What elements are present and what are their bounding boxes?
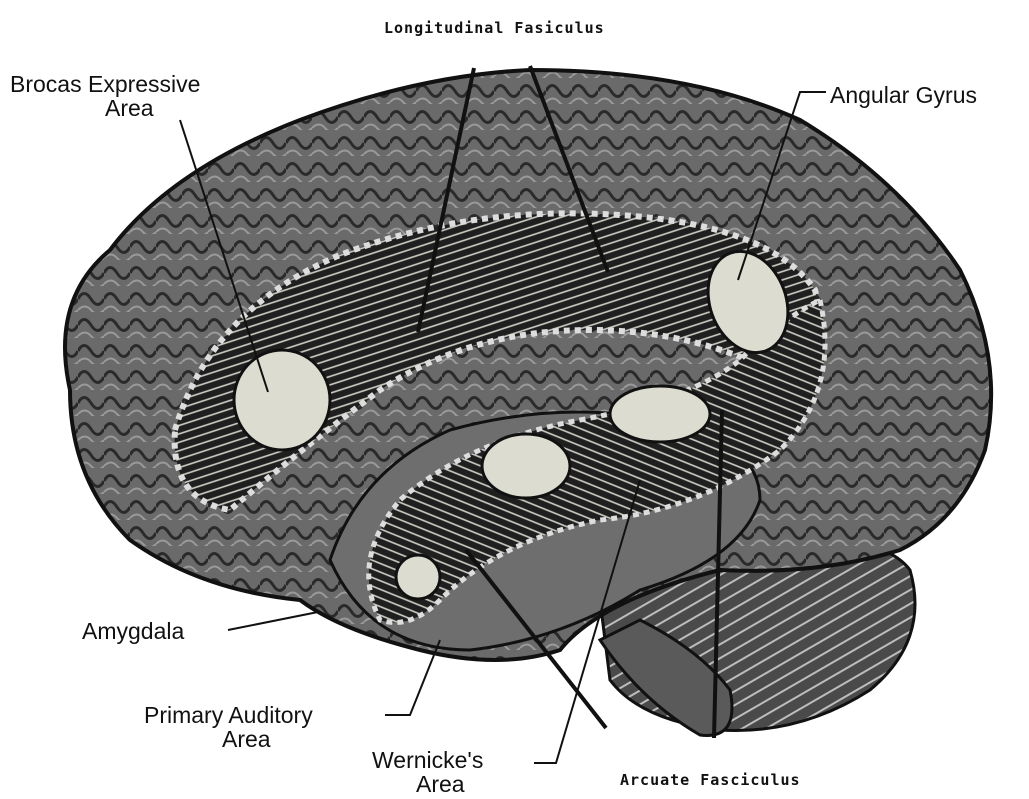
- label-longitudinal-fasiculus: Longitudinal Fasiculus: [384, 17, 605, 39]
- auditory-spot: [396, 555, 440, 599]
- brocas-area-spot: [234, 350, 330, 450]
- label-primary-auditory-line2: Area: [222, 728, 271, 750]
- label-brocas-line1: Brocas Expressive: [10, 73, 200, 95]
- label-wernickes-line2: Area: [416, 773, 465, 795]
- wernicke-spot-2: [482, 434, 570, 498]
- label-amygdala: Amygdala: [82, 620, 184, 642]
- label-angular-gyrus: Angular Gyrus: [830, 84, 977, 106]
- wernicke-spot-1: [610, 386, 710, 442]
- label-primary-auditory-line1: Primary Auditory: [144, 704, 313, 726]
- label-arcuate-fasciculus: Arcuate Fasciculus: [620, 769, 801, 791]
- label-brocas-line2: Area: [105, 97, 154, 119]
- label-wernickes-line1: Wernicke's: [372, 749, 483, 771]
